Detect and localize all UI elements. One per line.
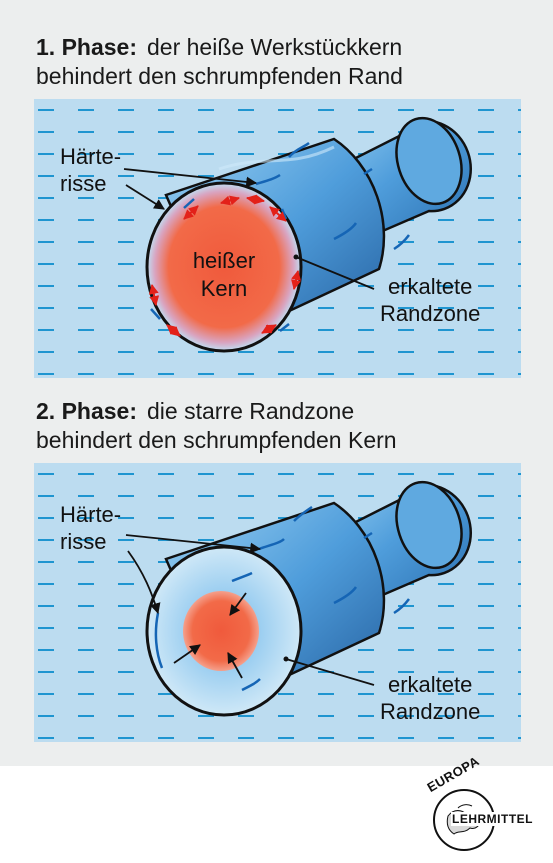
phase1-zone-label-line1: erkaltete	[387, 274, 473, 299]
phase1-label: 1. Phase:	[36, 34, 137, 60]
phase2-illustration	[34, 463, 521, 742]
phase1-zone-label: erkaltete Randzone	[380, 273, 480, 327]
phase1-cracks-label-line1: Härte-	[60, 144, 122, 169]
phase1-cracks-label: Härte- risse	[60, 143, 121, 197]
logo-text-lehrmittel: LEHRMITTEL	[451, 812, 534, 826]
phase1-zone-label-line2: Randzone	[380, 301, 481, 326]
phase2-title: die starre Randzone	[147, 398, 355, 424]
cylinder-face	[145, 181, 303, 353]
phase2-cracks-label: Härte- risse	[60, 501, 121, 555]
leader-lines	[125, 534, 375, 686]
hot-core	[183, 591, 259, 671]
phase2-figure: Härte- risse erkaltete Randzone	[34, 463, 521, 742]
phase1-heading: 1. Phase: der heiße Werkstückkern behinde…	[36, 33, 403, 91]
shrink-arrows	[173, 592, 247, 679]
phase1-cracks-label-line2: risse	[60, 171, 107, 196]
crack-marks	[154, 505, 410, 692]
phase2-label: 2. Phase:	[36, 398, 137, 424]
phase2-zone-label: erkaltete Randzone	[380, 671, 480, 725]
phase2-cracks-label-line1: Härte-	[60, 502, 122, 527]
phase1-illustration	[34, 99, 521, 378]
stress-arrows	[148, 194, 301, 337]
phase1-core-label-line1: heißer	[192, 248, 256, 273]
publisher-logo: EUROPA LEHRMITTEL	[418, 753, 548, 856]
phase2-heading: 2. Phase: die starre Randzone behindert d…	[36, 397, 397, 455]
phase1-core-label-line2: Kern	[200, 276, 248, 301]
phase1-core-label: heißer Kern	[169, 247, 279, 303]
phase1-figure: Härte- risse heißer Kern erkaltete Randz…	[34, 99, 521, 378]
leader-lines	[123, 168, 375, 290]
phase2-zone-label-line1: erkaltete	[387, 672, 473, 697]
phase2-zone-label-line2: Randzone	[380, 699, 481, 724]
phase1-title-line2: behindert den schrumpfenden Rand	[36, 63, 403, 89]
phase2-cracks-label-line2: risse	[60, 529, 107, 554]
phase1-title: der heiße Werkstückkern	[147, 34, 403, 60]
phase2-title-line2: behindert den schrumpfenden Kern	[36, 427, 397, 453]
